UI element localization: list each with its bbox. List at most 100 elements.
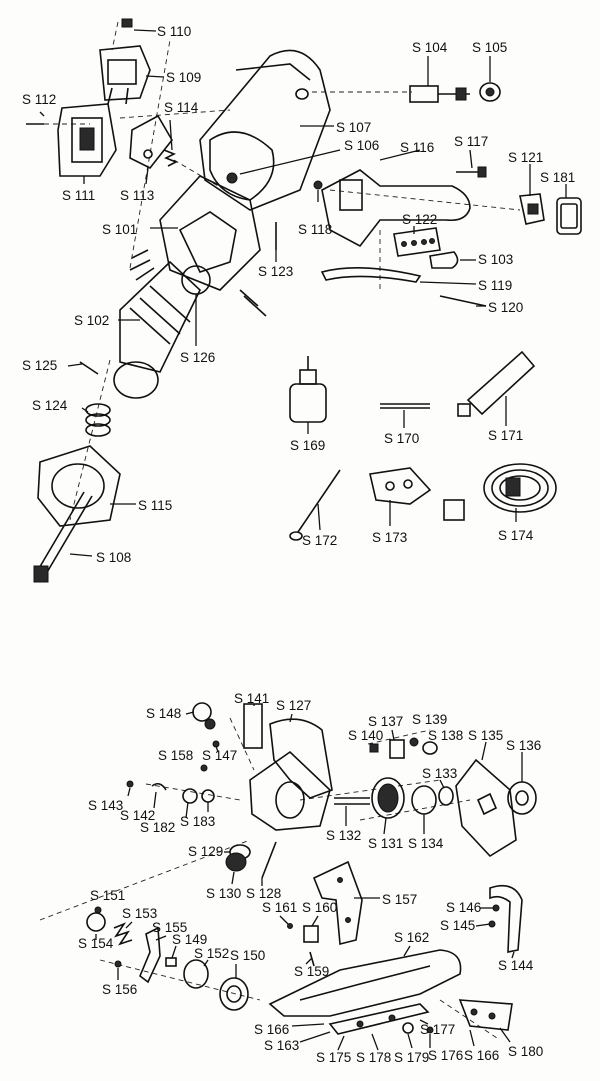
label-s133: S 133	[422, 766, 457, 781]
part-gearbox-housing-drawing	[249, 750, 331, 831]
part-s155-lever-drawing	[139, 926, 161, 984]
label-s122: S 122	[402, 212, 437, 227]
label-s162: S 162	[394, 930, 429, 945]
part-s161-screw-drawing	[287, 923, 293, 929]
part-s169-drill-chuck-drawing	[289, 356, 327, 423]
part-s103-clamp-drawing	[429, 251, 459, 269]
label-s124: S 124	[32, 398, 68, 413]
label-s130: S 130	[206, 886, 241, 901]
part-s159-screw-drawing	[309, 951, 315, 967]
label-s172: S 172	[302, 533, 337, 548]
label-s105: S 105	[472, 40, 507, 55]
part-s117-screw-drawing	[456, 166, 487, 178]
label-s163: S 163	[264, 1038, 299, 1053]
part-s121-switch-drawing	[519, 193, 545, 225]
part-s144-lever-drawing	[489, 884, 523, 953]
label-s157: S 157	[382, 892, 417, 907]
label-s117: S 117	[454, 134, 488, 149]
part-s110-screw-drawing	[121, 18, 133, 28]
part-s128-bolt-drawing	[261, 841, 277, 879]
label-s125: S 125	[22, 358, 57, 373]
label-s136: S 136	[506, 738, 541, 753]
part-s127-guard-drawing	[269, 718, 333, 799]
part-s132-spindle-drawing	[334, 797, 370, 805]
label-s166-left: S 166	[254, 1022, 289, 1037]
label-s161: S 161	[262, 900, 297, 915]
part-s152-bushing-drawing	[183, 959, 209, 989]
label-s140: S 140	[348, 728, 383, 743]
label-s134: S 134	[408, 836, 444, 851]
label-s111: S 111	[62, 188, 95, 203]
part-s108-shaft-drawing	[33, 491, 93, 583]
part-s104-bolt-drawing	[409, 85, 470, 103]
part-s150-collar-drawing	[219, 977, 249, 1011]
label-s150: S 150	[230, 948, 265, 963]
label-s128: S 128	[246, 886, 281, 901]
part-s158-screw-drawing	[200, 764, 208, 772]
label-s181: S 181	[540, 170, 575, 185]
part-s115-flange-drawing	[37, 445, 121, 527]
label-s123: S 123	[258, 264, 293, 279]
part-s182-bearing-drawing	[182, 788, 198, 804]
label-s141: S 141	[234, 691, 269, 706]
label-s145: S 145	[440, 918, 475, 933]
part-s151-screw-drawing	[94, 906, 102, 914]
label-s139: S 139	[412, 712, 447, 727]
part-s111-switch-frame-drawing	[57, 103, 117, 177]
label-s142: S 142	[120, 808, 155, 823]
part-s181-cover-drawing	[556, 197, 582, 235]
part-s141-bar-drawing	[243, 703, 263, 749]
part-s106-screw-drawing	[226, 172, 238, 184]
part-s114-spring-drawing	[163, 149, 178, 167]
label-s102: S 102	[74, 313, 109, 328]
part-s134-ring-drawing	[411, 785, 437, 815]
part-s149-pin-drawing	[165, 957, 177, 967]
label-s179: S 179	[394, 1050, 429, 1065]
part-s160-block-drawing	[303, 925, 319, 943]
label-s103: S 103	[478, 252, 513, 267]
part-s154-nut-drawing	[86, 912, 106, 932]
part-s138-nut-drawing	[422, 741, 438, 755]
label-s104: S 104	[412, 40, 448, 55]
part-s148-nut-drawing	[192, 702, 216, 730]
label-s132: S 132	[326, 828, 361, 843]
part-s107-motor-housing-drawing	[199, 49, 331, 211]
label-s182: S 182	[140, 820, 175, 835]
part-s162-shoe-drawing	[268, 949, 462, 1017]
part-s137-collar-drawing	[389, 739, 405, 759]
part-s119-strip-drawing	[320, 267, 422, 283]
label-s152: S 152	[194, 946, 229, 961]
label-s180: S 180	[508, 1044, 543, 1059]
part-s139-washer-drawing	[409, 737, 419, 747]
part-s156-screw-drawing	[114, 960, 122, 968]
label-s159: S 159	[294, 964, 329, 979]
label-s107: S 107	[336, 120, 371, 135]
label-s143: S 143	[88, 798, 123, 813]
label-s119: S 119	[478, 278, 512, 293]
label-s108: S 108	[96, 550, 131, 565]
label-s121: S 121	[508, 150, 543, 165]
part-labels: S 110 S 109 S 112 S 114 S 111 S 113 S 10…	[22, 24, 575, 1065]
label-s153: S 153	[122, 906, 157, 921]
label-s149: S 149	[172, 932, 207, 947]
part-s143-screw-drawing	[126, 780, 134, 788]
part-s120-pin-drawing	[439, 295, 487, 307]
part-s131-gear-drawing	[371, 777, 405, 819]
part-s170-key-drawing	[380, 403, 430, 409]
leader-lines	[39, 29, 567, 1051]
part-s118-screw-drawing	[313, 180, 323, 190]
part-s140-screw-drawing	[369, 743, 379, 753]
part-s105-nut-drawing	[479, 82, 501, 102]
part-s125-brush-drawing	[79, 361, 99, 375]
part-s153-spring-drawing	[113, 922, 133, 946]
label-s176: S 176	[428, 1048, 463, 1063]
label-s154: S 154	[78, 936, 114, 951]
label-s116: S 116	[400, 140, 434, 155]
label-s110: S 110	[157, 24, 191, 39]
part-s142-ring-drawing	[151, 782, 167, 791]
label-s156: S 156	[102, 982, 137, 997]
label-s106: S 106	[344, 138, 379, 153]
label-s146: S 146	[446, 900, 481, 915]
